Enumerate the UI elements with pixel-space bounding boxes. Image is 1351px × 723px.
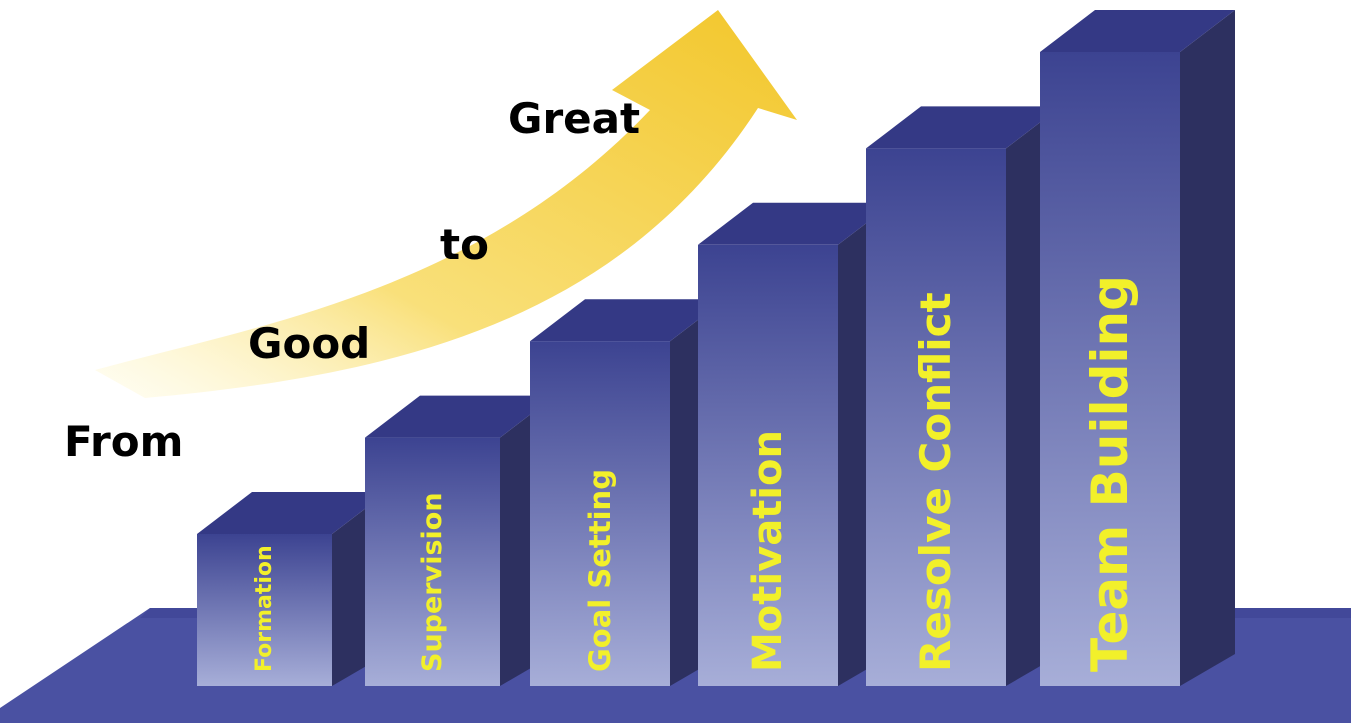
word-good: Good <box>248 319 371 368</box>
step-bar-1 <box>197 534 332 686</box>
bar-top-face <box>197 492 387 534</box>
bar-top-face <box>530 299 725 342</box>
step-bar-2 <box>365 437 500 686</box>
word-from: From <box>64 417 184 466</box>
bar-label-4: Motivation <box>745 430 791 672</box>
bar-top-face <box>698 202 893 245</box>
bar-label-3: Goal Setting <box>582 469 617 672</box>
bar-label-5: Resolve Conflict <box>911 292 960 672</box>
bar-label-2: Supervision <box>417 492 448 672</box>
step-bar-5 <box>866 148 1006 686</box>
bar-label-6: Team Building <box>1081 275 1139 672</box>
bar-label-1: Formation <box>251 545 277 672</box>
bar-top-face <box>365 395 555 438</box>
step-bar-3 <box>530 341 670 686</box>
step-bar-6 <box>1040 52 1180 686</box>
step-bar-4 <box>698 244 838 687</box>
bar-side-face <box>1180 10 1235 686</box>
growth-arrow-icon <box>95 10 797 398</box>
bar-top-face <box>866 106 1061 149</box>
word-great: Great <box>508 94 641 143</box>
word-to: to <box>440 220 489 269</box>
bar-top-face <box>1040 10 1235 52</box>
